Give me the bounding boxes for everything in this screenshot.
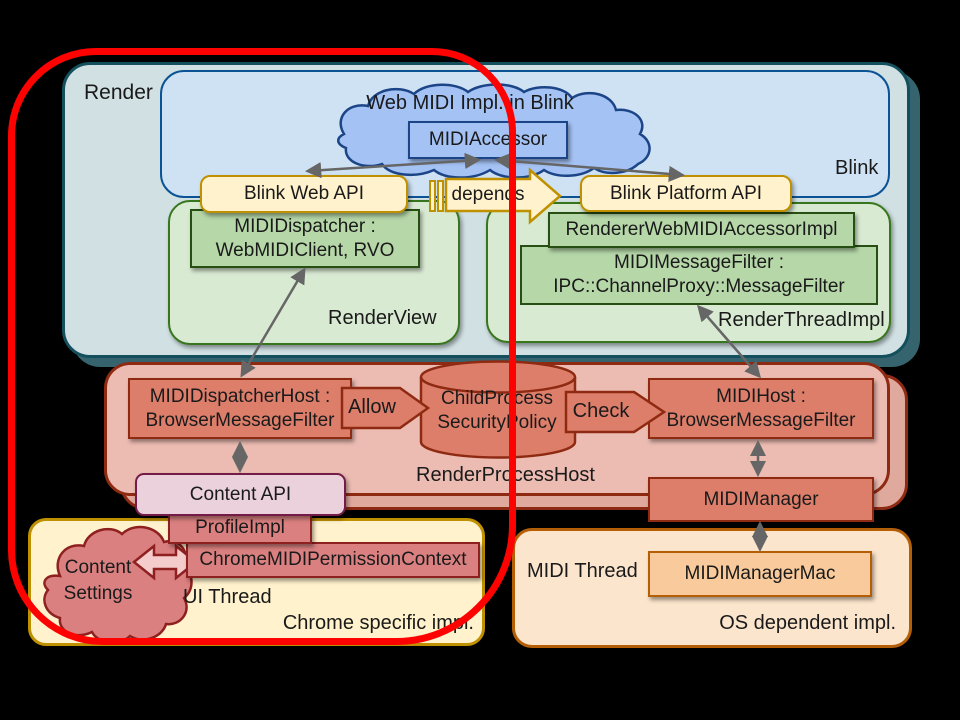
midi-host-line2: BrowserMessageFilter [666, 409, 856, 431]
content-api-box: Content API [135, 473, 346, 516]
renderer-web-midi-accessor-label: RendererWebMIDIAccessorImpl [565, 219, 838, 240]
midi-message-filter-line2: IPC::ChannelProxy::MessageFilter [553, 276, 845, 297]
security-policy-line1: ChildProcess [441, 388, 553, 409]
accessor-to-platform-api-arrow [493, 152, 686, 183]
filter-to-midi-host-arrow [697, 304, 761, 379]
midi-dispatcher-box: MIDIDispatcher : WebMIDIClient, RVO [190, 209, 420, 268]
midi-host-box: MIDIHost : BrowserMessageFilter [648, 378, 874, 439]
midi-manager-label: MIDIManager [703, 488, 819, 510]
blink-web-api-box: Blink Web API [200, 175, 408, 213]
midi-message-filter-box: MIDIMessageFilter : IPC::ChannelProxy::M… [520, 245, 878, 305]
depends-label: depends [451, 184, 525, 205]
midi-dispatcher-host-box: MIDIDispatcherHost : BrowserMessageFilte… [128, 378, 352, 439]
blink-label: Blink [835, 157, 879, 179]
midi-manager-mac-label: MIDIManagerMac [684, 563, 836, 584]
midi-host-line1: MIDIHost : [716, 385, 806, 407]
blink-platform-api-label: Blink Platform API [609, 182, 763, 204]
os-dependent-label: OS dependent impl. [719, 612, 896, 634]
allow-label: Allow [348, 396, 396, 418]
blink-platform-api-box: Blink Platform API [580, 175, 792, 212]
profile-impl-box: ProfileImpl [168, 512, 312, 544]
midi-dispatcher-host-line1: MIDIDispatcherHost : [149, 385, 331, 407]
renderer-web-midi-accessor-box: RendererWebMIDIAccessorImpl [548, 212, 855, 248]
dispatcher-to-dispatcher-host-arrow [240, 267, 306, 378]
profile-impl-label: ProfileImpl [195, 517, 285, 538]
child-process-security-policy-cylinder [419, 360, 577, 459]
red-highlight-overlay [8, 48, 516, 645]
midi-dispatcher-host-line2: BrowserMessageFilter [145, 409, 335, 431]
check-arrow-shape [564, 390, 667, 434]
content-api-label: Content API [189, 483, 292, 505]
midi-thread-label: MIDI Thread [527, 560, 638, 582]
allow-arrow-shape [340, 386, 431, 430]
blink-web-api-label: Blink Web API [243, 183, 365, 204]
midi-dispatcher-line1: MIDIDispatcher : [234, 215, 376, 237]
midi-manager-mac-box: MIDIManagerMac [648, 551, 872, 597]
render-view-label: RenderView [328, 307, 437, 329]
midi-message-filter-line1: MIDIMessageFilter : [614, 252, 784, 273]
check-label: Check [572, 400, 630, 422]
security-policy-line2: SecurityPolicy [437, 412, 557, 433]
midi-dispatcher-line2: WebMIDIClient, RVO [215, 239, 395, 261]
render-process-host-label: RenderProcessHost [416, 464, 595, 486]
ui-thread-label: UI Thread [183, 586, 272, 608]
